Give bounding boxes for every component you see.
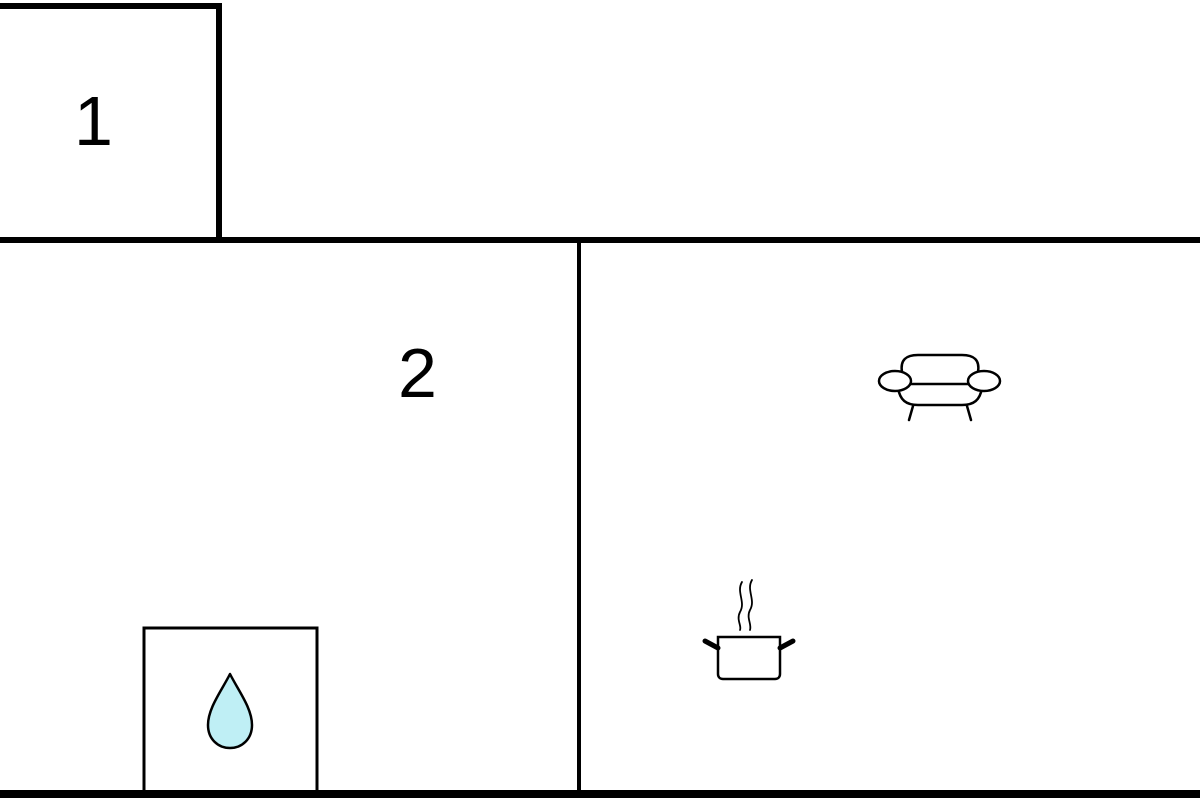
room-1-label: 1 [74,82,113,160]
room-1-wall [0,3,222,243]
cooking-pot-icon [702,579,796,681]
armchair-icon [877,353,1002,422]
water-drop-icon [206,672,254,750]
walls [0,3,1200,798]
room-2-label: 2 [398,334,437,412]
bathroom-wall [142,626,319,794]
